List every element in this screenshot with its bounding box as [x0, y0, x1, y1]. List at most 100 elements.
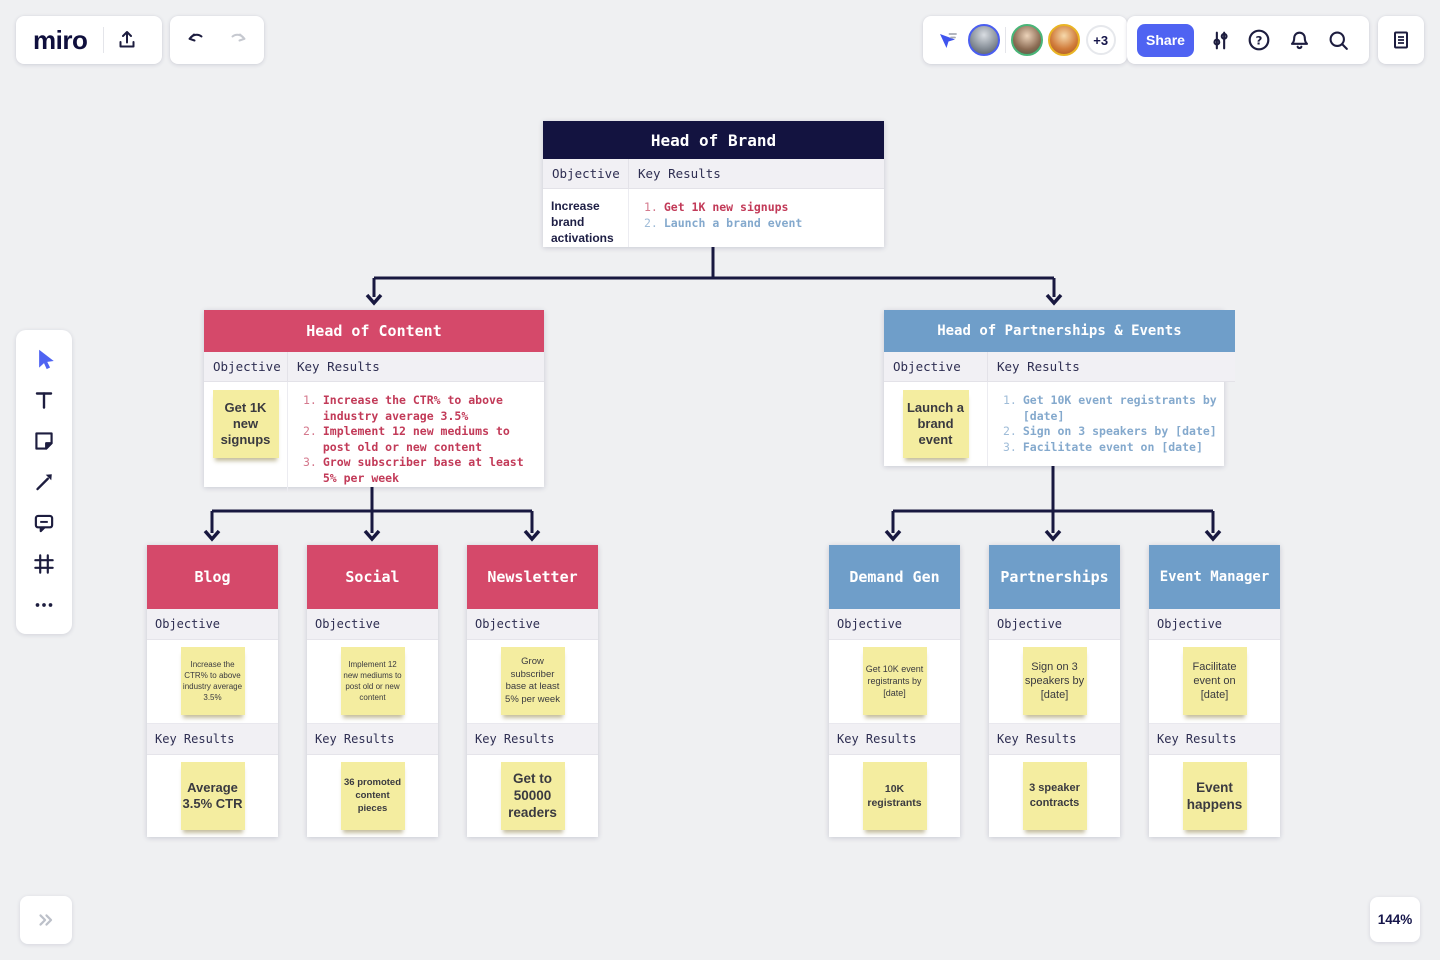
okr-card-demand-gen[interactable]: Demand Gen Objective Get 10K event regis… — [829, 545, 960, 837]
sticky-note-tool-icon — [35, 432, 53, 450]
sticky-note[interactable]: Launch a brand event — [902, 390, 969, 458]
redo-icon — [231, 33, 246, 42]
help-button[interactable]: ? — [1242, 23, 1276, 57]
kr-text: Get 10K event registrants by [date] — [1022, 393, 1217, 423]
export-icon — [119, 31, 135, 48]
share-button[interactable]: Share — [1137, 23, 1194, 57]
kr-number: 1. — [644, 200, 658, 214]
zoom-level-button[interactable]: 144% — [1370, 897, 1420, 942]
expand-panel-button[interactable] — [20, 896, 72, 944]
notes-button[interactable] — [1384, 23, 1418, 57]
okr-card-blog[interactable]: Blog Objective Increase the CTR% to abov… — [147, 545, 278, 837]
export-button[interactable] — [110, 23, 144, 57]
sticky-note[interactable]: Grow subscriber base at least 5% per wee… — [500, 647, 565, 716]
undo-button[interactable] — [179, 23, 213, 57]
okr-card-head-of-content[interactable]: Head of Content Objective Key Results Ge… — [204, 310, 544, 492]
collaborators-overflow-badge[interactable]: +3 — [1085, 25, 1116, 55]
miro-logo[interactable]: miro — [33, 24, 88, 55]
frame-tool-icon — [34, 554, 54, 574]
more-tools-icon — [35, 603, 53, 607]
kr-number: 3. — [1003, 439, 1017, 454]
text-tool[interactable] — [27, 383, 61, 417]
okr-card-partnerships[interactable]: Partnerships Objective Sign on 3 speaker… — [989, 545, 1120, 837]
kr-text: Get 1K new signups — [663, 200, 789, 214]
okr-card-head-of-partnerships-events[interactable]: Head of Partnerships & Events Objective … — [884, 310, 1235, 466]
avatar-user-3[interactable] — [1048, 24, 1081, 56]
objective-label: Objective — [467, 609, 598, 640]
connector-root-to-level2[interactable] — [365, 247, 1063, 306]
more-tools[interactable] — [27, 588, 61, 622]
card-title: Head of Content — [204, 310, 544, 352]
objective-text: Increase brand activations — [551, 199, 614, 245]
avatar-user-1[interactable] — [967, 24, 1000, 56]
avatar-user-2[interactable] — [1011, 24, 1044, 56]
select-tool[interactable] — [27, 342, 61, 376]
search-button[interactable] — [1321, 23, 1355, 57]
sticky-note[interactable]: Get to 50000 readers — [500, 761, 565, 830]
card-title: Head of Brand — [543, 121, 884, 159]
card-title: Demand Gen — [829, 545, 960, 609]
zoom-level-value: 144% — [1377, 912, 1413, 927]
sticky-note[interactable]: Increase the CTR% to above industry aver… — [180, 647, 245, 716]
notes-icon — [1394, 31, 1408, 49]
connector-tool[interactable] — [27, 465, 61, 499]
card-title: Social — [307, 545, 438, 609]
okr-card-social[interactable]: Social Objective Implement 12 new medium… — [307, 545, 438, 837]
actions-card: Share ? — [1127, 16, 1369, 64]
card-title: Partnerships — [989, 545, 1120, 609]
sticky-note-tool[interactable] — [27, 424, 61, 458]
sticky-note[interactable]: 10K registrants — [862, 761, 927, 830]
objective-label: Objective — [543, 159, 629, 189]
kr-number: 1. — [1003, 393, 1017, 407]
collaborator-cursors-toggle[interactable] — [934, 23, 962, 57]
history-card — [170, 16, 264, 64]
divider — [1004, 27, 1006, 53]
sticky-note[interactable]: Event happens — [1182, 761, 1247, 830]
kr-text: Increase the CTR% to above industry aver… — [322, 393, 503, 423]
comment-tool[interactable] — [27, 506, 61, 540]
kr-text: Implement 12 new mediums to post old or … — [322, 424, 510, 454]
okr-card-event-manager[interactable]: Event Manager Objective Facilitate event… — [1149, 545, 1280, 837]
key-results-label: Key Results — [629, 159, 884, 189]
card-title: Newsletter — [467, 545, 598, 609]
objective-label: Objective — [884, 352, 988, 382]
app-menu-card: miro — [16, 16, 162, 64]
sticky-note[interactable]: 36 promoted content pieces — [340, 761, 405, 830]
sticky-note[interactable]: Facilitate event on [date] — [1182, 647, 1247, 716]
card-title: Head of Partnerships & Events — [884, 310, 1235, 352]
undo-icon — [188, 33, 203, 42]
connector-content-to-leaves[interactable] — [203, 487, 541, 542]
kr-number: 2. — [1003, 424, 1017, 438]
kr-text: Sign on 3 speakers by [date] — [1022, 424, 1217, 438]
sticky-note[interactable]: Get 1K new signups — [212, 390, 279, 458]
frame-tool[interactable] — [27, 547, 61, 581]
notes-card — [1378, 16, 1424, 64]
redo-button[interactable] — [221, 23, 255, 57]
key-results-label: Key Results — [147, 722, 278, 755]
settings-button[interactable] — [1203, 23, 1237, 57]
sticky-note[interactable]: 3 speaker contracts — [1022, 761, 1087, 830]
okr-card-head-of-brand[interactable]: Head of Brand Objective Key Results Incr… — [543, 121, 884, 247]
expand-icon — [39, 914, 53, 926]
sticky-note[interactable]: Average 3.5% CTR — [180, 761, 245, 830]
text-tool-icon — [35, 392, 53, 409]
sticky-note[interactable]: Sign on 3 speakers by [date] — [1022, 647, 1087, 716]
key-results-cell: 1.Get 1K new signups 2.Launch a brand ev… — [629, 189, 884, 247]
divider — [103, 27, 105, 53]
key-results-label: Key Results — [989, 722, 1120, 755]
connector-tool-icon — [36, 474, 52, 491]
notifications-button[interactable] — [1282, 23, 1316, 57]
key-results-label: Key Results — [829, 722, 960, 755]
sticky-note[interactable]: Get 10K event registrants by [date] — [862, 647, 927, 716]
okr-card-newsletter[interactable]: Newsletter Objective Grow subscriber bas… — [467, 545, 598, 837]
connector-partnerships-to-leaves[interactable] — [884, 466, 1222, 542]
help-icon: ? — [1248, 29, 1270, 51]
sticky-note[interactable]: Implement 12 new mediums to post old or … — [340, 647, 405, 716]
tool-palette — [16, 330, 72, 634]
objective-cell: Launch a brand event — [884, 382, 988, 466]
settings-sliders-icon — [1212, 31, 1228, 49]
kr-number: 2. — [644, 215, 658, 230]
kr-text: Grow subscriber base at least 5% per wee… — [322, 455, 524, 485]
card-title: Event Manager — [1149, 545, 1280, 609]
